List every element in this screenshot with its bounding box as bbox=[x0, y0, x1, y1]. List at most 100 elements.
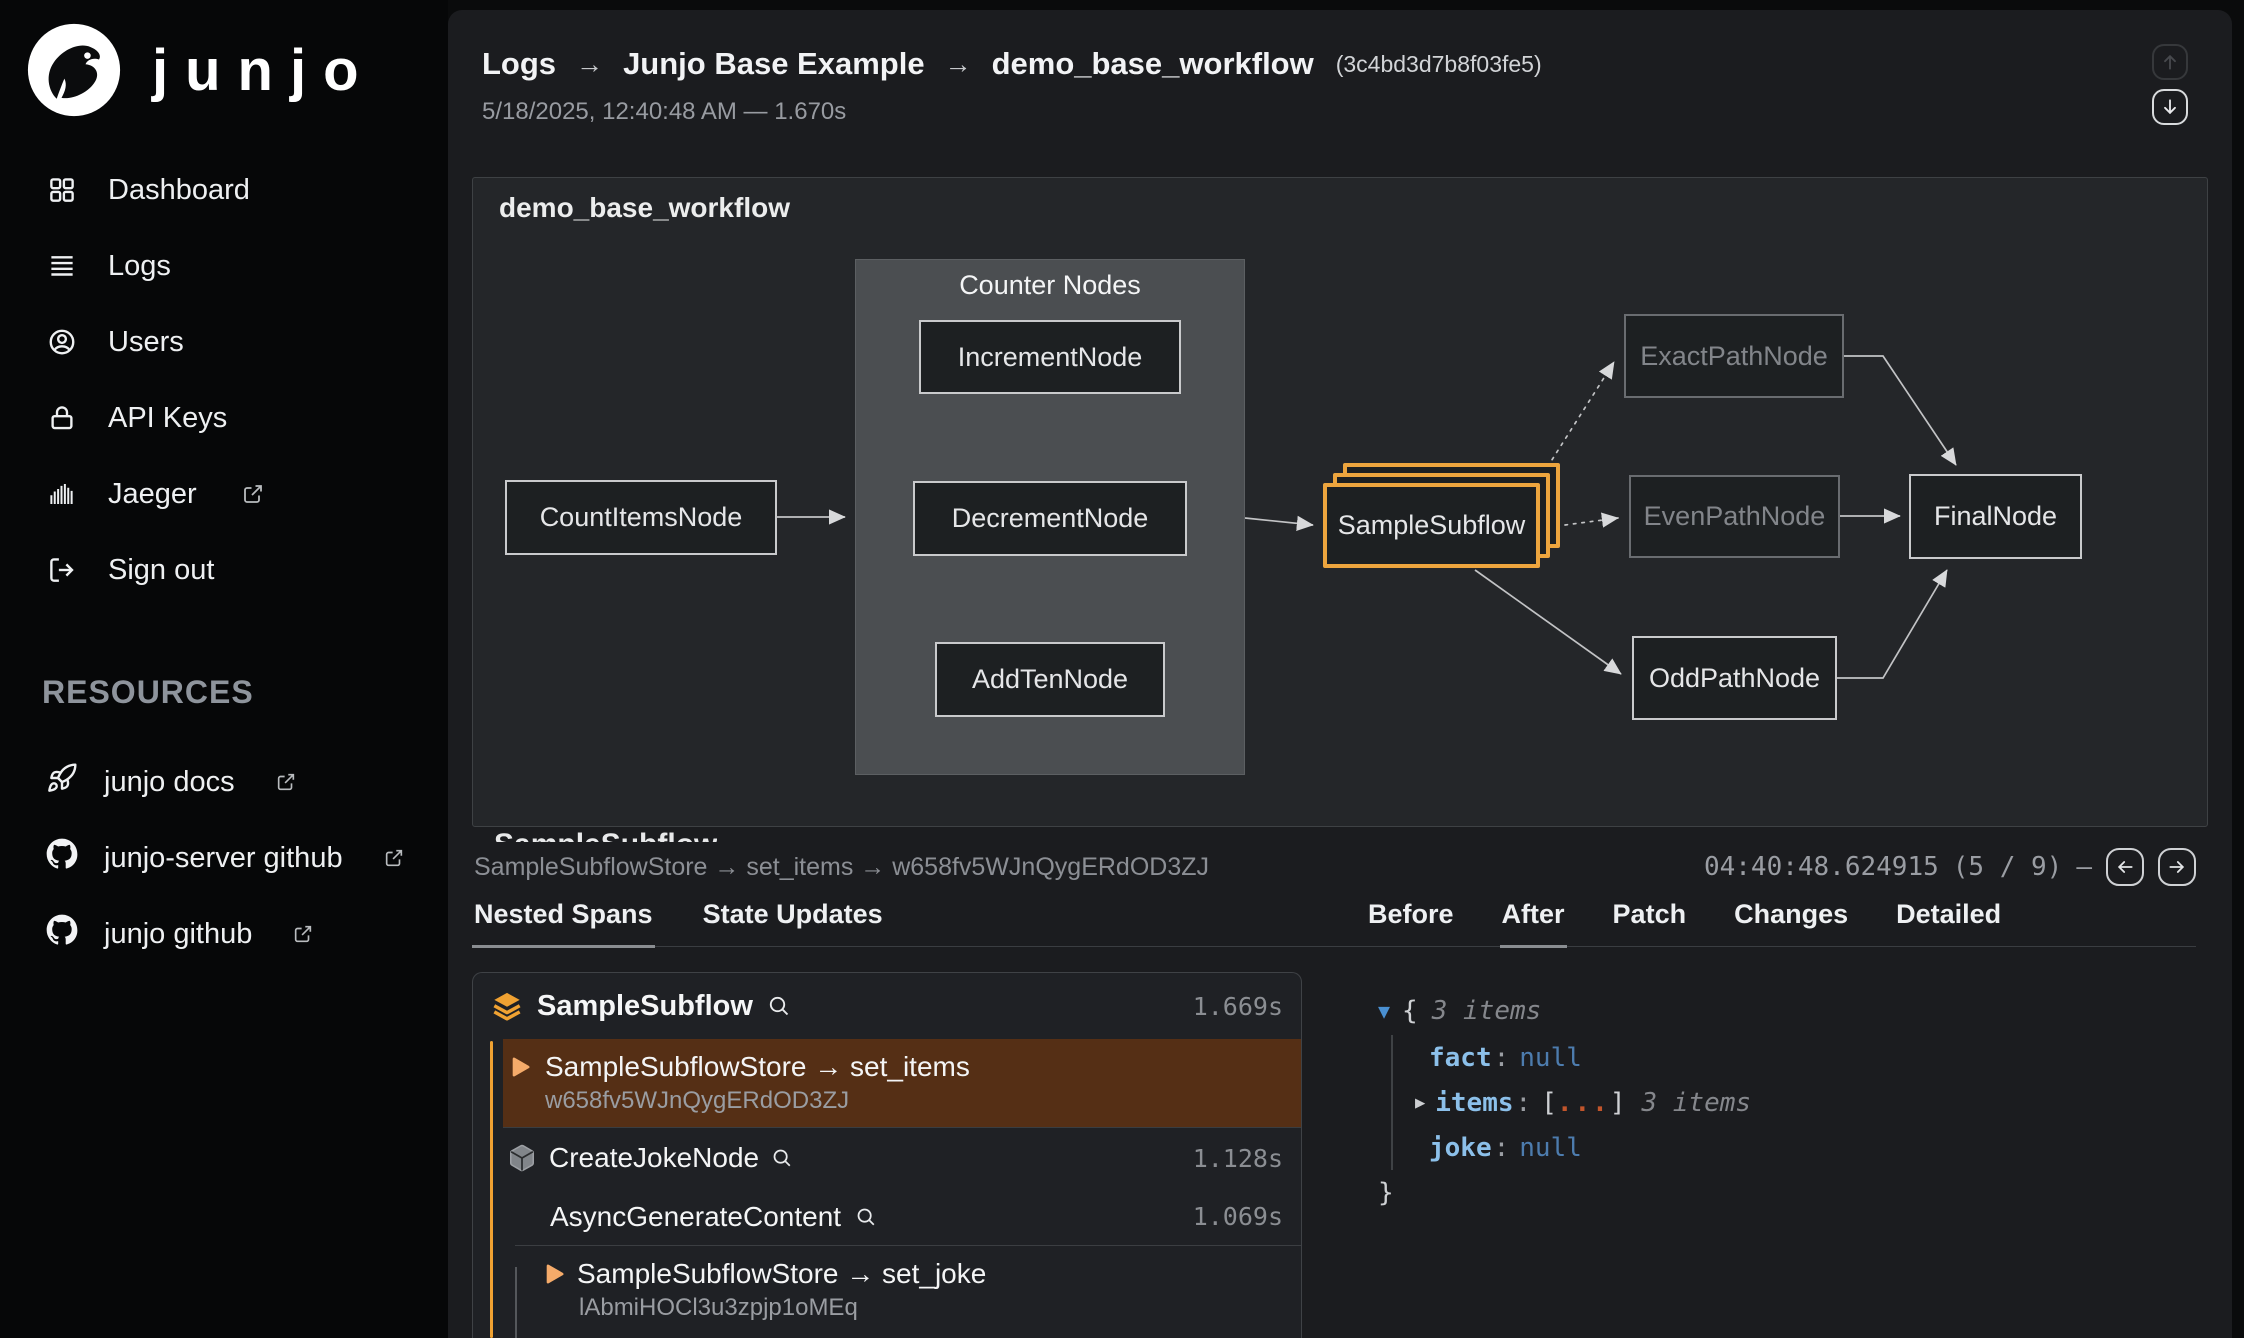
sidebar-item-dashboard[interactable]: Dashboard bbox=[0, 152, 448, 228]
breadcrumb-arrow-icon: → bbox=[576, 48, 604, 79]
nav-label: Logs bbox=[108, 249, 171, 282]
span-row-duration: 1.069s bbox=[1192, 1202, 1283, 1231]
json-items-line: ▶ items : [ ... ] 3 items bbox=[1415, 1080, 2196, 1125]
search-icon[interactable] bbox=[767, 994, 791, 1018]
edge-subflow-even bbox=[1564, 512, 1619, 528]
breadcrumb-workflow[interactable]: Junjo Base Example bbox=[623, 46, 925, 81]
json-key-items: items bbox=[1435, 1087, 1514, 1118]
graph-group-title: Counter Nodes bbox=[959, 270, 1141, 300]
scroll-up-button[interactable] bbox=[2152, 44, 2188, 80]
play-icon bbox=[507, 1054, 533, 1080]
breadcrumb-logs[interactable]: Logs bbox=[482, 46, 557, 81]
resource-label: junjo docs bbox=[104, 765, 235, 798]
tab-nested-spans[interactable]: Nested Spans bbox=[472, 895, 655, 948]
json-indent-block: fact : null ▶ items : [ ... ] 3 items jo… bbox=[1391, 1035, 2196, 1170]
graph-node-evenpath[interactable]: EvenPathNode bbox=[1629, 475, 1840, 558]
search-icon[interactable] bbox=[855, 1206, 877, 1228]
indent-guide-gray bbox=[515, 1267, 517, 1338]
json-root-count: 3 items bbox=[1431, 995, 1542, 1026]
span-row-asyncgeneratecontent[interactable]: AsyncGenerateContent 1.069s bbox=[515, 1188, 1301, 1246]
tab-patch[interactable]: Patch bbox=[1612, 899, 1687, 929]
span-root-duration: 1.669s bbox=[1192, 991, 1283, 1021]
brand-logo[interactable]: junjo bbox=[26, 22, 376, 118]
rocket-icon bbox=[46, 762, 78, 802]
span-row-title: SampleSubflowStore → set_items bbox=[545, 1051, 970, 1082]
sidebar-item-api-keys[interactable]: API Keys bbox=[0, 380, 448, 456]
bottom-panels: SampleSubflow 1.669s SampleSubflowStore … bbox=[472, 972, 2196, 1338]
span-root-name: SampleSubflow bbox=[537, 989, 753, 1022]
span-tabs: Nested Spans State Updates bbox=[472, 895, 1366, 948]
logs-lines-icon bbox=[46, 250, 78, 282]
cutoff-section-heading: SampleSubflow bbox=[494, 829, 717, 842]
expand-triangle-icon[interactable]: ▶ bbox=[1415, 1092, 1426, 1113]
json-close-bracket: ] bbox=[1609, 1087, 1626, 1118]
span-row-set-joke[interactable]: SampleSubflowStore → set_joke lAbmiHOCl3… bbox=[473, 1246, 1301, 1334]
resource-link-junjo-server-github[interactable]: junjo-server github bbox=[0, 820, 448, 896]
graph-node-exactpath[interactable]: ExactPathNode bbox=[1624, 314, 1844, 398]
sidebar-item-users[interactable]: Users bbox=[0, 304, 448, 380]
breadcrumb-arrow-icon: → bbox=[944, 48, 972, 79]
sidebar-nav: Dashboard Logs Users API Keys Jaeger bbox=[0, 152, 448, 608]
nested-spans-panel: SampleSubflow 1.669s SampleSubflowStore … bbox=[472, 972, 1302, 1338]
span-row-createjokenode[interactable]: CreateJokeNode 1.128s bbox=[503, 1128, 1301, 1188]
json-colon: : bbox=[1493, 1042, 1510, 1073]
json-joke-line: joke : null bbox=[1415, 1125, 2196, 1170]
nav-label: Dashboard bbox=[108, 173, 250, 206]
span-row-name: AsyncGenerateContent bbox=[550, 1200, 842, 1232]
indent-guide-orange bbox=[490, 1041, 493, 1338]
json-state-view: ▼ { 3 items fact : null ▶ items : [ ... … bbox=[1366, 972, 2196, 1338]
arrow-right-icon bbox=[2169, 861, 2184, 873]
sidebar-item-logs[interactable]: Logs bbox=[0, 228, 448, 304]
arrow-left-icon bbox=[2118, 861, 2133, 873]
graph-node-decrement[interactable]: DecrementNode bbox=[913, 481, 1187, 556]
graph-node-final[interactable]: FinalNode bbox=[1909, 474, 2082, 559]
span-counter: (5 / 9) bbox=[1952, 852, 2063, 882]
collapse-triangle-icon[interactable]: ▼ bbox=[1378, 998, 1391, 1023]
graph-node-countitems[interactable]: CountItemsNode bbox=[505, 480, 777, 555]
span-root-row[interactable]: SampleSubflow 1.669s bbox=[473, 973, 1301, 1039]
resource-label: junjo github bbox=[104, 917, 253, 950]
edge-group-subflow bbox=[1244, 515, 1314, 531]
json-close-brace: } bbox=[1378, 1177, 1394, 1208]
tab-changes[interactable]: Changes bbox=[1734, 899, 1849, 929]
execution-datetime: 5/18/2025, 12:40:48 AM — 1.670s bbox=[482, 98, 847, 125]
resource-link-junjo-github[interactable]: junjo github bbox=[0, 896, 448, 972]
sign-out-icon bbox=[46, 554, 78, 586]
search-icon[interactable] bbox=[771, 1147, 793, 1169]
span-path: SampleSubflowStore → set_items → w658fv5… bbox=[474, 852, 1209, 881]
cube-icon bbox=[507, 1143, 537, 1173]
json-key-joke: joke bbox=[1429, 1132, 1492, 1163]
edge-subflow-exact bbox=[1542, 361, 1615, 475]
span-bar-controls: 04:40:48.624915 (5 / 9) — bbox=[1704, 848, 2196, 886]
tab-state-updates[interactable]: State Updates bbox=[702, 899, 883, 929]
main-panel: Logs → Junjo Base Example → demo_base_wo… bbox=[448, 10, 2232, 1338]
tab-detailed[interactable]: Detailed bbox=[1896, 899, 2002, 929]
graph-edges bbox=[777, 355, 1957, 679]
external-link-icon bbox=[292, 923, 314, 945]
graph-node-addten[interactable]: AddTenNode bbox=[935, 642, 1165, 717]
nav-label: API Keys bbox=[108, 401, 228, 434]
graph-node-increment[interactable]: IncrementNode bbox=[919, 320, 1181, 394]
prev-span-button[interactable] bbox=[2106, 848, 2144, 886]
graph-title: demo_base_workflow bbox=[499, 192, 790, 223]
next-span-button[interactable] bbox=[2158, 848, 2196, 886]
graph-node-samplesubflow[interactable]: SampleSubflow bbox=[1323, 463, 1565, 571]
workflow-graph: demo_base_workflow CountItemsNode Counte… bbox=[472, 177, 2208, 827]
resource-link-junjo-docs[interactable]: junjo docs bbox=[0, 744, 448, 820]
sidebar-item-sign-out[interactable]: Sign out bbox=[0, 532, 448, 608]
graph-node-oddpath[interactable]: OddPathNode bbox=[1632, 636, 1837, 720]
tab-before[interactable]: Before bbox=[1368, 899, 1454, 929]
external-link-icon bbox=[383, 847, 405, 869]
sidebar-item-jaeger[interactable]: Jaeger bbox=[0, 456, 448, 532]
edge-odd-final bbox=[1837, 569, 1948, 679]
external-link-icon bbox=[241, 482, 265, 506]
tab-after[interactable]: After bbox=[1499, 895, 1567, 948]
scroll-down-button[interactable] bbox=[2152, 89, 2188, 125]
tabs-row: Nested Spans State Updates Before After … bbox=[472, 895, 2196, 948]
span-row-id: lAbmiHOCl3u3zpjp1oMEq bbox=[579, 1294, 858, 1321]
json-close-line: } bbox=[1378, 1170, 2196, 1215]
json-key-fact: fact bbox=[1429, 1042, 1492, 1073]
user-circle-icon bbox=[46, 326, 78, 358]
span-row-set-items-selected[interactable]: SampleSubflowStore → set_items w658fv5WJ… bbox=[503, 1039, 1301, 1128]
json-collapsed-dots[interactable]: ... bbox=[1556, 1087, 1610, 1118]
